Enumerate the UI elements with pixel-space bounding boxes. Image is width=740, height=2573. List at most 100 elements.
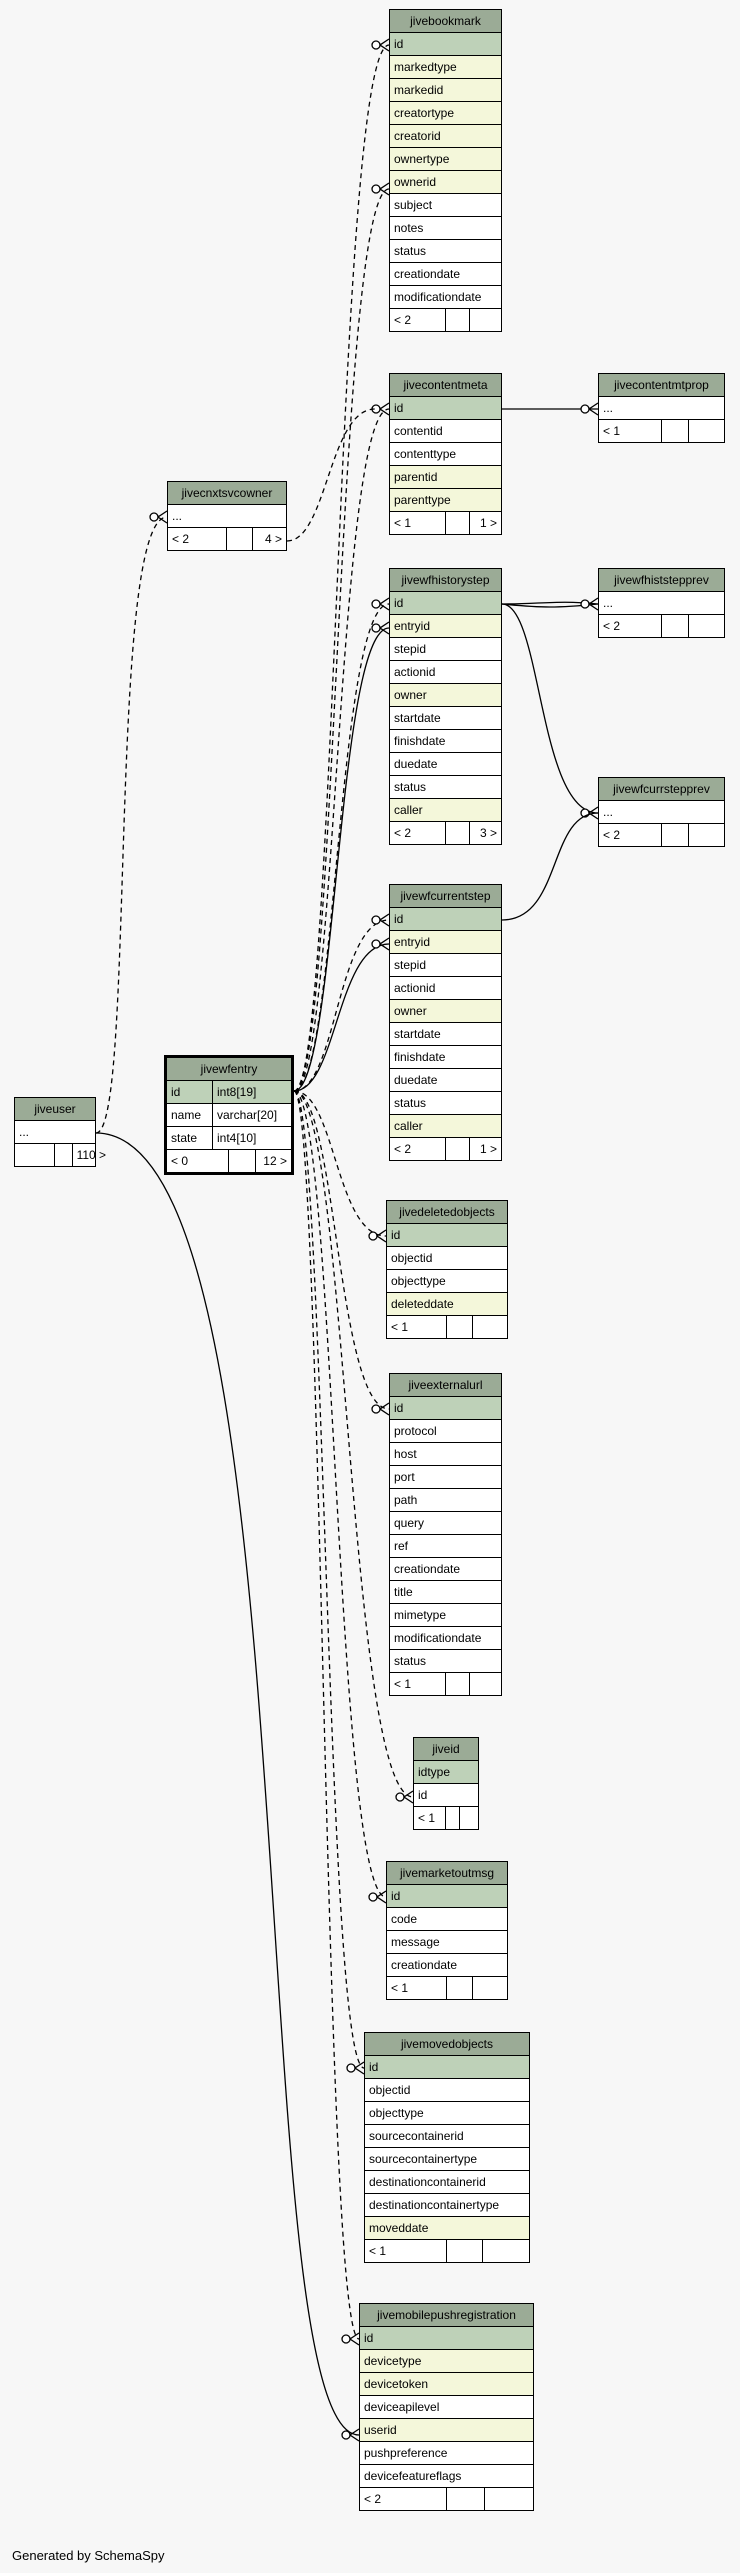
- table-header[interactable]: jivedeletedobjects: [387, 1201, 507, 1224]
- relationship-jivewfhistorystep: [293, 603, 390, 1092]
- column-row: deviceapilevel: [360, 2396, 533, 2419]
- footer-cell: [473, 1316, 507, 1338]
- footer-cell: [485, 2488, 533, 2510]
- table-header[interactable]: jivemarketoutmsg: [387, 1862, 507, 1885]
- table-header[interactable]: jivecontentmeta: [390, 374, 501, 397]
- column-row: pushpreference: [360, 2442, 533, 2465]
- table-jiveuser[interactable]: jiveuser...110 >: [14, 1097, 106, 1167]
- table-header[interactable]: jivebookmark: [390, 10, 501, 33]
- footer-cell: [662, 824, 689, 846]
- table-header[interactable]: jivewfhistorystep: [390, 569, 501, 592]
- column-row: id: [360, 2327, 533, 2350]
- footer-cell: [662, 420, 689, 442]
- table-header[interactable]: jivewfhiststepprev: [599, 569, 724, 592]
- footer-cell: [446, 512, 470, 534]
- column-row: id: [390, 33, 501, 56]
- relationship-jivewfcurrentstep: [293, 943, 390, 1092]
- crowfoot-marker: [371, 38, 390, 52]
- table-header[interactable]: jivewfcurrentstep: [390, 885, 501, 908]
- crowfoot-marker: [371, 182, 390, 196]
- column-name: name: [167, 1104, 213, 1126]
- column-row: mimetype: [390, 1604, 501, 1627]
- footer-cell: [470, 309, 501, 331]
- crowfoot-marker: [341, 2428, 360, 2442]
- column-row: ...: [599, 397, 724, 420]
- column-row: creatorid: [390, 125, 501, 148]
- table-header[interactable]: jiveexternalurl: [390, 1374, 501, 1397]
- footer-cell: [55, 1144, 73, 1166]
- footer-cell: [689, 824, 724, 846]
- table-header[interactable]: jivemovedobjects: [365, 2033, 529, 2056]
- column-row: notes: [390, 217, 501, 240]
- table-jivewfhiststepprev[interactable]: jivewfhiststepprev...< 2: [598, 568, 725, 638]
- footer-cell: [473, 1977, 507, 1999]
- footer-cell: < 1: [390, 512, 446, 534]
- column-row: startdate: [390, 1023, 501, 1046]
- table-header[interactable]: jivewfentry: [167, 1058, 291, 1081]
- footer-cell: [446, 1807, 461, 1829]
- footer-cell: [15, 1144, 55, 1166]
- table-header[interactable]: jivewfcurrstepprev: [599, 778, 724, 801]
- crowfoot-marker: [395, 1790, 414, 1804]
- column-type: int8[19]: [217, 1085, 257, 1099]
- footer-cell: [447, 1977, 474, 1999]
- relationship-jivedeletedobjects: [293, 1090, 387, 1237]
- relationship-jivecnxtsvcowner: [95, 516, 168, 1134]
- footer-cell: [689, 615, 724, 637]
- column-row: path: [390, 1489, 501, 1512]
- column-row: userid: [360, 2419, 533, 2442]
- table-footer: < 1: [365, 2240, 529, 2262]
- column-row: modificationdate: [390, 1627, 501, 1650]
- footer-cell: [447, 2488, 485, 2510]
- crowfoot-marker: [580, 597, 599, 611]
- footer-cell: [689, 420, 724, 442]
- table-footer: < 1: [599, 420, 724, 442]
- table-header[interactable]: jivecontentmtprop: [599, 374, 724, 397]
- table-header[interactable]: jiveuser: [15, 1098, 95, 1121]
- footer-cell: [229, 1150, 257, 1172]
- footer-cell: < 1: [365, 2240, 447, 2262]
- column-row: ownerid: [390, 171, 501, 194]
- table-header[interactable]: jivemobilepushregistration: [360, 2304, 533, 2327]
- column-row: status: [390, 1650, 501, 1673]
- footer-cell: < 1: [414, 1807, 446, 1829]
- relationship-jivewfcurrentstep: [293, 919, 390, 1092]
- footer-cell: [460, 1807, 478, 1829]
- crowfoot-marker: [580, 402, 599, 416]
- column-row: duedate: [390, 753, 501, 776]
- footer-cell: < 2: [168, 528, 227, 550]
- column-row: entryid: [390, 931, 501, 954]
- table-jivewfcurrstepprev[interactable]: jivewfcurrstepprev...< 2: [598, 777, 725, 847]
- column-row: status: [390, 776, 501, 799]
- column-row: markedtype: [390, 56, 501, 79]
- table-header[interactable]: jiveid: [414, 1738, 478, 1761]
- column-row: id: [387, 1885, 507, 1908]
- column-row: ...: [599, 592, 724, 615]
- column-row: id: [365, 2056, 529, 2079]
- relationship-jivewfhistorystep: [293, 627, 390, 1092]
- column-row: finishdate: [390, 730, 501, 753]
- column-row: port: [390, 1466, 501, 1489]
- column-row: ...: [599, 801, 724, 824]
- relationship-jivewfcurrstepprev-a: [501, 603, 599, 814]
- column-row: moveddate: [365, 2217, 529, 2240]
- table-header[interactable]: jivecnxtsvcowner: [168, 482, 286, 505]
- column-row: actionid: [390, 977, 501, 1000]
- table-jivecontentmtprop[interactable]: jivecontentmtprop...< 1: [598, 373, 725, 443]
